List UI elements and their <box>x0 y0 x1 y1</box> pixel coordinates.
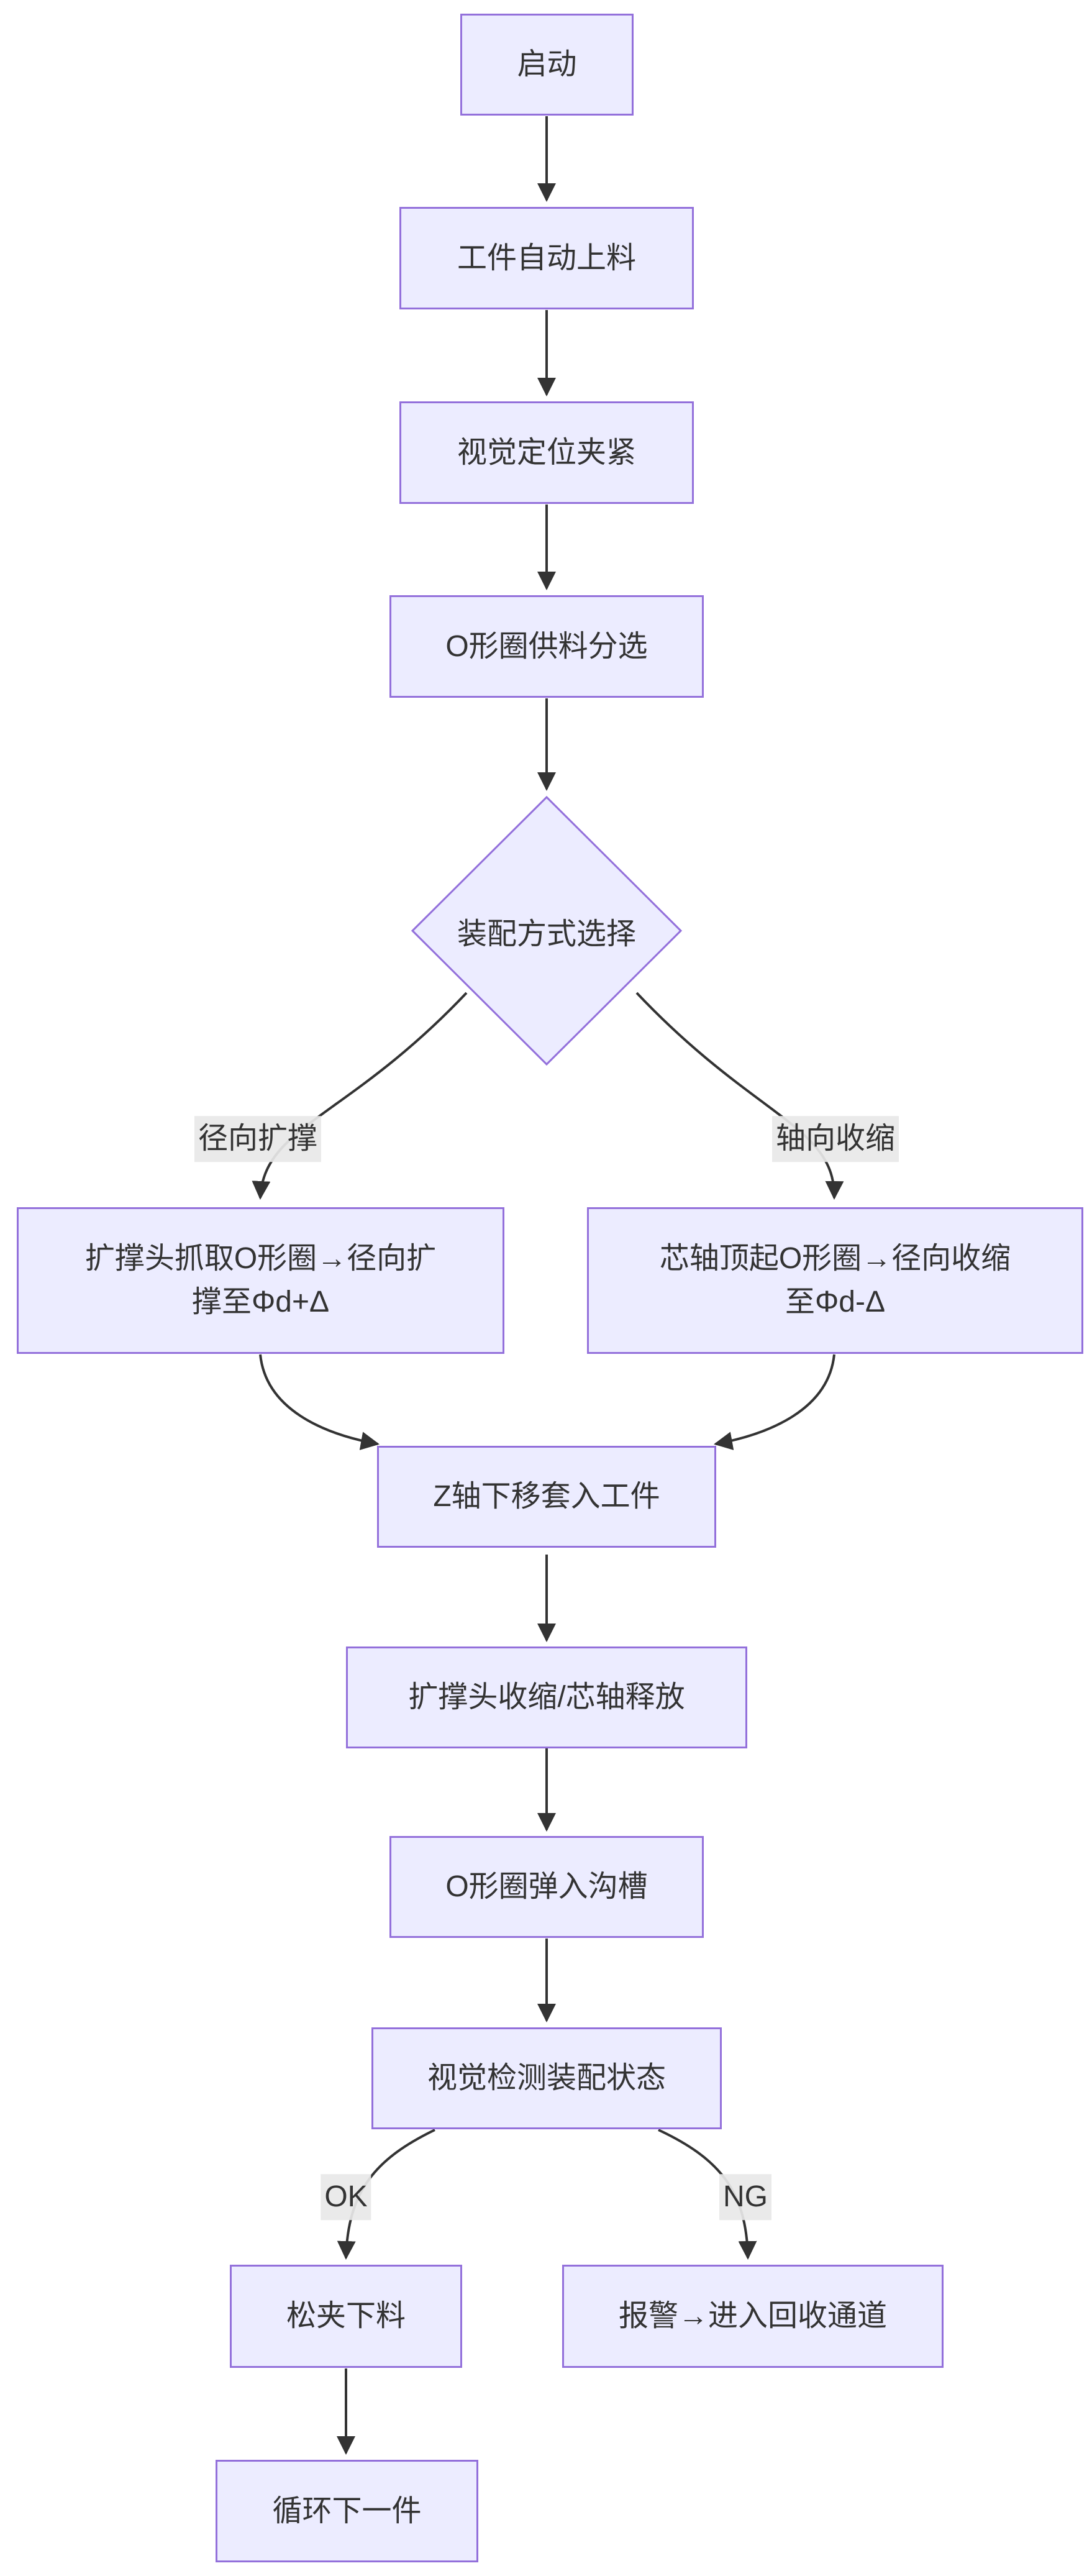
node-radial-expand-label: 扩撑头抓取O形圈→径向扩 撑至Φd+Δ <box>84 1242 437 1318</box>
node-auto-feed-label: 工件自动上料 <box>457 241 636 275</box>
edge-label-ok: OK <box>321 2174 371 2220</box>
node-axial-shrink-label: 芯轴顶起O形圈→径向收缩 至Φd-Δ <box>659 1242 1011 1318</box>
diamond-shape <box>411 796 682 1066</box>
edge-assemblyselect-radialexpand <box>252 992 468 1200</box>
node-alarm-recycle: 报警→进入回收通道 <box>562 2265 944 2368</box>
node-next-cycle-label: 循环下一件 <box>272 2494 422 2528</box>
node-alarm-recycle-label: 报警→进入回收通道 <box>618 2300 887 2333</box>
node-release: 扩撑头收缩/芯轴释放 <box>346 1647 747 1748</box>
node-vision-clamp: 视觉定位夹紧 <box>399 401 694 504</box>
edge-label-axial: 轴向收缩 <box>771 1116 899 1162</box>
node-auto-feed: 工件自动上料 <box>399 207 694 309</box>
edge-label-ng: NG <box>719 2174 771 2220</box>
node-start-label: 启动 <box>517 48 577 81</box>
node-oring-sort: O形圈供料分选 <box>389 595 704 698</box>
node-vision-inspect: 视觉检测装配状态 <box>371 2027 722 2129</box>
node-axial-shrink: 芯轴顶起O形圈→径向收缩 至Φd-Δ <box>587 1207 1083 1354</box>
node-snap-groove: O形圈弹入沟槽 <box>389 1836 704 1938</box>
node-z-insert: Z轴下移套入工件 <box>377 1446 716 1548</box>
edge-label-radial: 径向扩撑 <box>194 1116 322 1162</box>
edge-axialshrink-zinsert <box>714 1354 835 1450</box>
node-vision-inspect-label: 视觉检测装配状态 <box>427 2062 666 2095</box>
node-snap-groove-label: O形圈弹入沟槽 <box>445 1870 648 1904</box>
node-assembly-select-label: 装配方式选择 <box>457 918 636 951</box>
node-unclamp: 松夹下料 <box>230 2265 462 2368</box>
edge-assemblyselect-axialshrink <box>635 992 844 1200</box>
node-z-insert-label: Z轴下移套入工件 <box>433 1480 660 1514</box>
node-release-label: 扩撑头收缩/芯轴释放 <box>408 1681 685 1714</box>
node-unclamp-label: 松夹下料 <box>286 2300 406 2333</box>
node-next-cycle: 循环下一件 <box>216 2460 478 2562</box>
node-radial-expand: 扩撑头抓取O形圈→径向扩 撑至Φd+Δ <box>17 1207 504 1354</box>
node-start: 启动 <box>460 14 634 116</box>
node-vision-clamp-label: 视觉定位夹紧 <box>457 436 636 469</box>
node-oring-sort-label: O形圈供料分选 <box>445 629 648 663</box>
edge-radialexpand-zinsert <box>259 1354 380 1450</box>
node-assembly-select: 装配方式选择 <box>411 796 682 1066</box>
